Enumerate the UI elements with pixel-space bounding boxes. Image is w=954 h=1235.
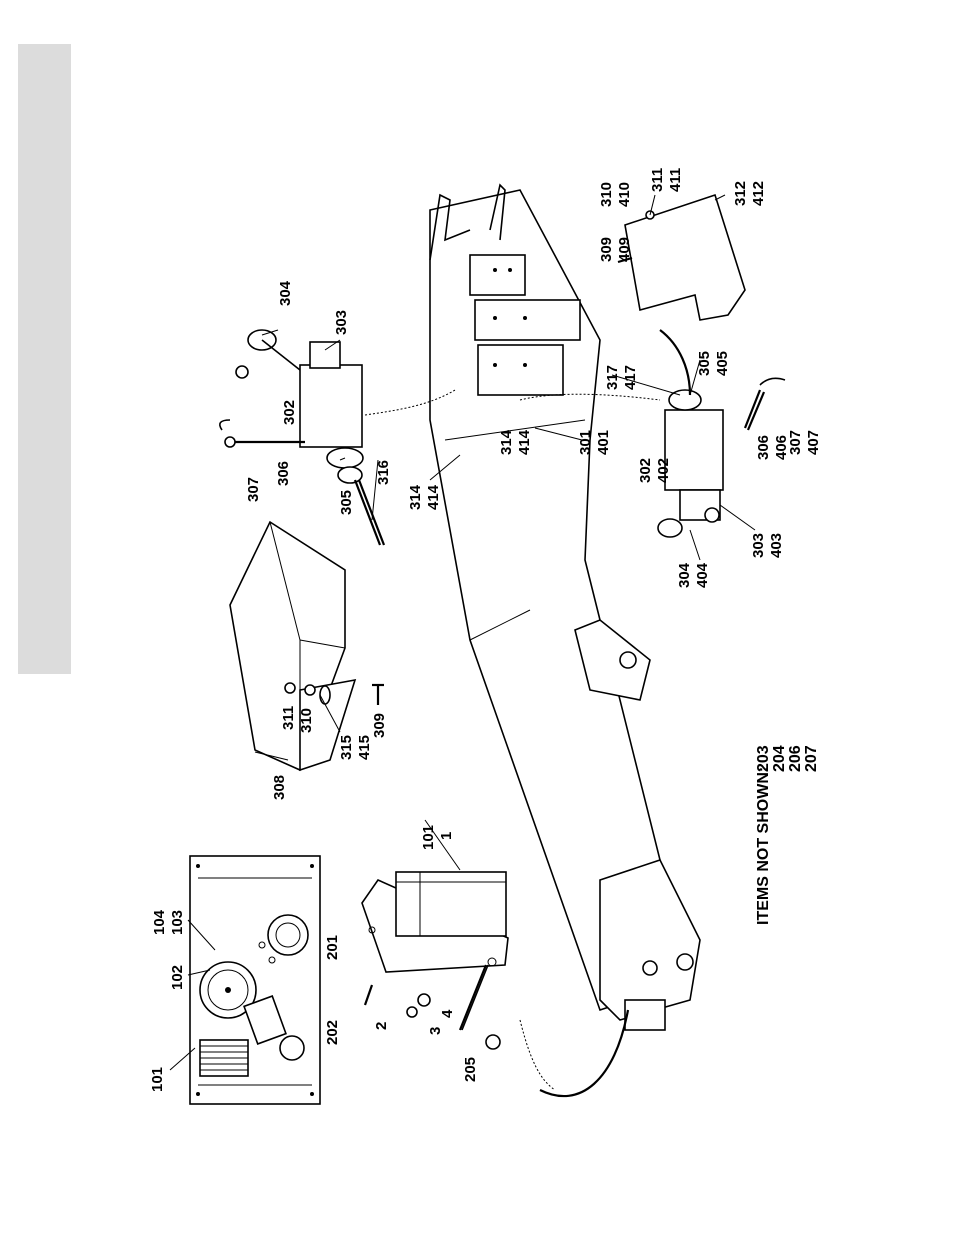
callout-302b: 302 [637, 458, 654, 483]
callout-306b: 306 [755, 435, 772, 460]
callout-305a: 305 [338, 490, 355, 515]
callout-303b: 303 [750, 533, 767, 558]
limit-switch-302-upper [220, 330, 384, 545]
guard-312 [618, 195, 745, 320]
callout-410: 410 [616, 182, 633, 207]
callout-309a: 309 [371, 713, 388, 738]
callout-312: 312 [732, 181, 749, 206]
callout-3: 3 [427, 1027, 444, 1035]
callout-4: 4 [439, 1009, 456, 1018]
callout-301: 301 [577, 430, 594, 455]
callout-403: 403 [768, 533, 785, 558]
callout-1: 1 [438, 832, 455, 840]
callout-314b: 314 [498, 429, 515, 455]
callout-307b: 307 [787, 430, 804, 455]
callout-2: 2 [373, 1022, 390, 1030]
callout-311b: 311 [649, 168, 666, 192]
callout-414a: 414 [425, 484, 442, 510]
callout-412: 412 [750, 181, 767, 206]
callout-309b: 309 [598, 237, 615, 262]
callout-405: 405 [714, 351, 731, 376]
callout-409: 409 [616, 237, 633, 262]
callout-417: 417 [622, 365, 639, 390]
callout-311a: 311 [280, 706, 297, 730]
not-shown-item-207: 207 [803, 745, 820, 772]
callout-102: 102 [169, 965, 186, 990]
callout-401: 401 [595, 430, 612, 455]
callout-314a: 314 [407, 484, 424, 510]
callout-310b: 310 [598, 182, 615, 207]
callout-306a: 306 [275, 461, 292, 486]
callout-308: 308 [271, 775, 288, 800]
callout-304a: 304 [277, 280, 294, 306]
callout-302a: 302 [281, 400, 298, 425]
callout-402: 402 [655, 458, 672, 483]
items-not-shown-label: ITEMS NOT SHOWN: [755, 767, 772, 925]
callout-201: 201 [324, 935, 341, 960]
callout-101b: 101 [420, 825, 437, 850]
callout-104: 104 [151, 909, 168, 935]
callout-404: 404 [694, 562, 711, 588]
callout-414b: 414 [516, 429, 533, 455]
callout-317: 317 [604, 365, 621, 390]
control-panel-101 [190, 856, 320, 1104]
callout-205: 205 [462, 1057, 479, 1082]
items-not-shown: ITEMS NOT SHOWN: 203 204 206 207 [755, 745, 820, 925]
callout-303a: 303 [333, 310, 350, 335]
callout-304b: 304 [676, 562, 693, 588]
callout-307a: 307 [245, 477, 262, 502]
callout-407: 407 [805, 430, 822, 455]
callout-411: 411 [667, 168, 684, 192]
not-shown-item-206: 206 [787, 745, 804, 772]
callout-103: 103 [169, 910, 186, 935]
callout-202: 202 [324, 1020, 341, 1045]
callout-315: 315 [338, 735, 355, 760]
not-shown-item-203: 203 [755, 745, 772, 772]
not-shown-item-204: 204 [771, 745, 788, 772]
callout-101: 101 [149, 1067, 166, 1092]
callout-310a: 310 [298, 708, 315, 733]
